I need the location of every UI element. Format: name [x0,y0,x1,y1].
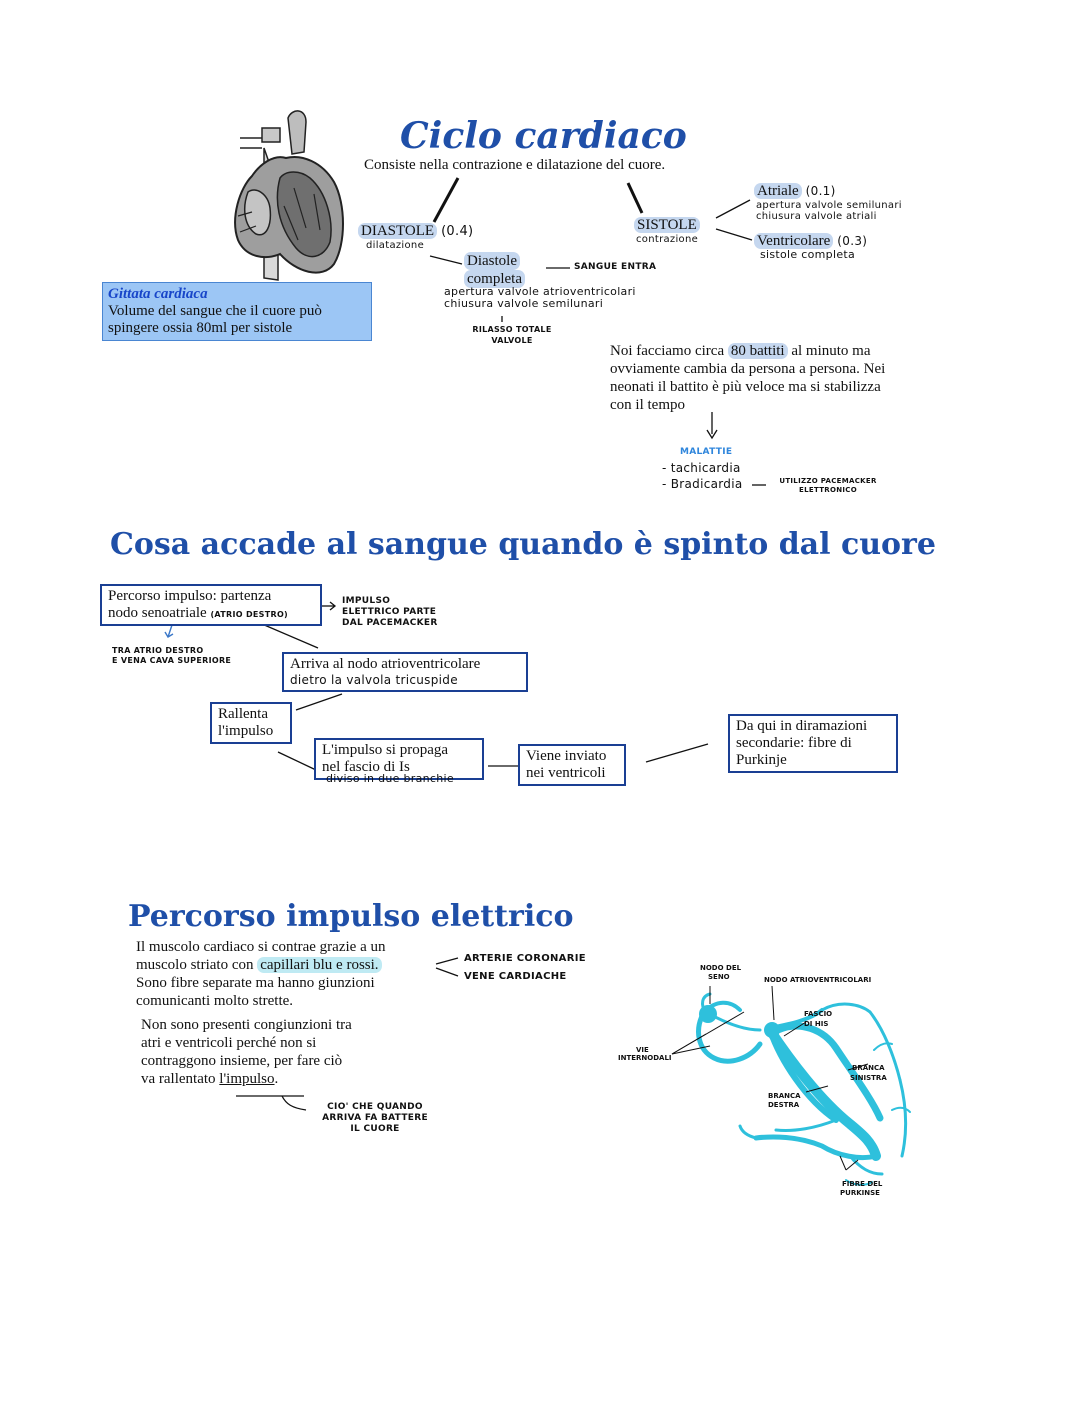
apertura-note: apertura valvole atrioventricolari chius… [444,285,636,310]
svg-text:INTERNODALI: INTERNODALI [618,1054,672,1062]
gittata-line2: spingere ossia 80ml per sistole [108,320,293,336]
section2-title: Cosa accade al sangue quando è spinto da… [110,527,936,562]
svg-text:SINISTRA: SINISTRA [850,1074,887,1082]
atriale-label: Atriale (0.1) [754,182,836,200]
svg-text:SENO: SENO [708,973,730,981]
label-vie: VIE [636,1046,649,1054]
malattie-list: - tachicardia - Bradicardia [662,461,743,491]
pacemaker-note: UTILIZZO PACEMACKER ELETTRONICO [779,477,877,494]
flow-box-start: Percorso impulso: partenza nodo senoatri… [100,584,322,626]
svg-text:PURKINSE: PURKINSE [840,1189,880,1197]
section3-title: Percorso impulso elettrico [128,899,574,934]
paragraph-congiunzioni: Non sono presenti congiunzioni tra atri … [141,1017,352,1087]
atriale-notes: apertura valvole semilunari chiusura val… [756,200,902,222]
label-fibre: FIBRE DEL [842,1180,883,1188]
gittata-line1: Volume del sangue che il cuore può [108,303,322,319]
paragraph-muscolo: Il muscolo cardiaco si contrae grazie a … [136,939,386,1009]
arterie-note: ARTERIE CORONARIE VENE CARDIACHE [464,953,586,982]
gittata-box: Gittata cardiaca Volume del sangue che i… [102,282,372,341]
cio-note: CIO' CHE QUANDO ARRIVA FA BATTERE IL CUO… [322,1102,428,1134]
branchie-note: diviso in due branchie [326,772,454,785]
battiti-paragraph: Noi facciamo circa 80 battiti al minuto … [610,343,886,413]
sangue-entra-note: SANGUE ENTRA [574,262,657,272]
label-nodo-av: NODO ATRIOVENTRICOLARI [764,976,871,984]
label-branca-sx: BRANCA [852,1064,885,1072]
flow-box-purkinje: Da qui in diramazioni secondarie: fibre … [728,714,898,773]
impulso-note: IMPULSO ELETTRICO PARTE DAL PACEMACKER [342,596,438,628]
label-fascio: FASCIO [804,1010,832,1018]
tra-atrio-note: TRA ATRIO DESTRO E VENA CAVA SUPERIORE [112,646,232,665]
svg-text:DI HIS: DI HIS [804,1020,828,1028]
diastole-sub: dilatazione [366,240,425,251]
sistole-label: SISTOLE [634,216,700,234]
flow-box-av-node: Arriva al nodo atrioventricolare dietro … [282,652,528,692]
flow-box-ventricoli: Viene inviato nei ventricoli [518,744,626,786]
label-nodo-seno: NODO DEL [700,964,742,972]
heart-illustration [234,110,344,281]
gittata-title: Gittata cardiaca [108,286,208,302]
conduction-diagram: NODO DEL SENO NODO ATRIOVENTRICOLARI FAS… [618,964,911,1197]
svg-text:DESTRA: DESTRA [768,1101,800,1109]
malattie-title: MALATTIE [680,447,733,457]
ventricolare-note: sistole completa [760,248,856,261]
diastole-label: DIASTOLE (0.4) [358,222,473,240]
ventricolare-label: Ventricolare (0.3) [754,232,867,250]
section1-subtitle: Consiste nella contrazione e dilatazione… [364,157,666,173]
sistole-sub: contrazione [636,234,699,245]
flow-box-rallenta: Rallenta l'impulso [210,702,292,744]
flow-box-fascio: L'impulso si propaga nel fascio di Is [314,738,484,780]
diagram-labels: NODO DEL SENO NODO ATRIOVENTRICOLARI FAS… [618,964,887,1197]
diastole-completa: Diastole completa [464,252,525,288]
rilasso-note: RILASSO TOTALE VALVOLE [472,325,552,345]
label-branca-dx: BRANCA [768,1092,801,1100]
section1-title: Ciclo cardiaco [400,115,687,157]
